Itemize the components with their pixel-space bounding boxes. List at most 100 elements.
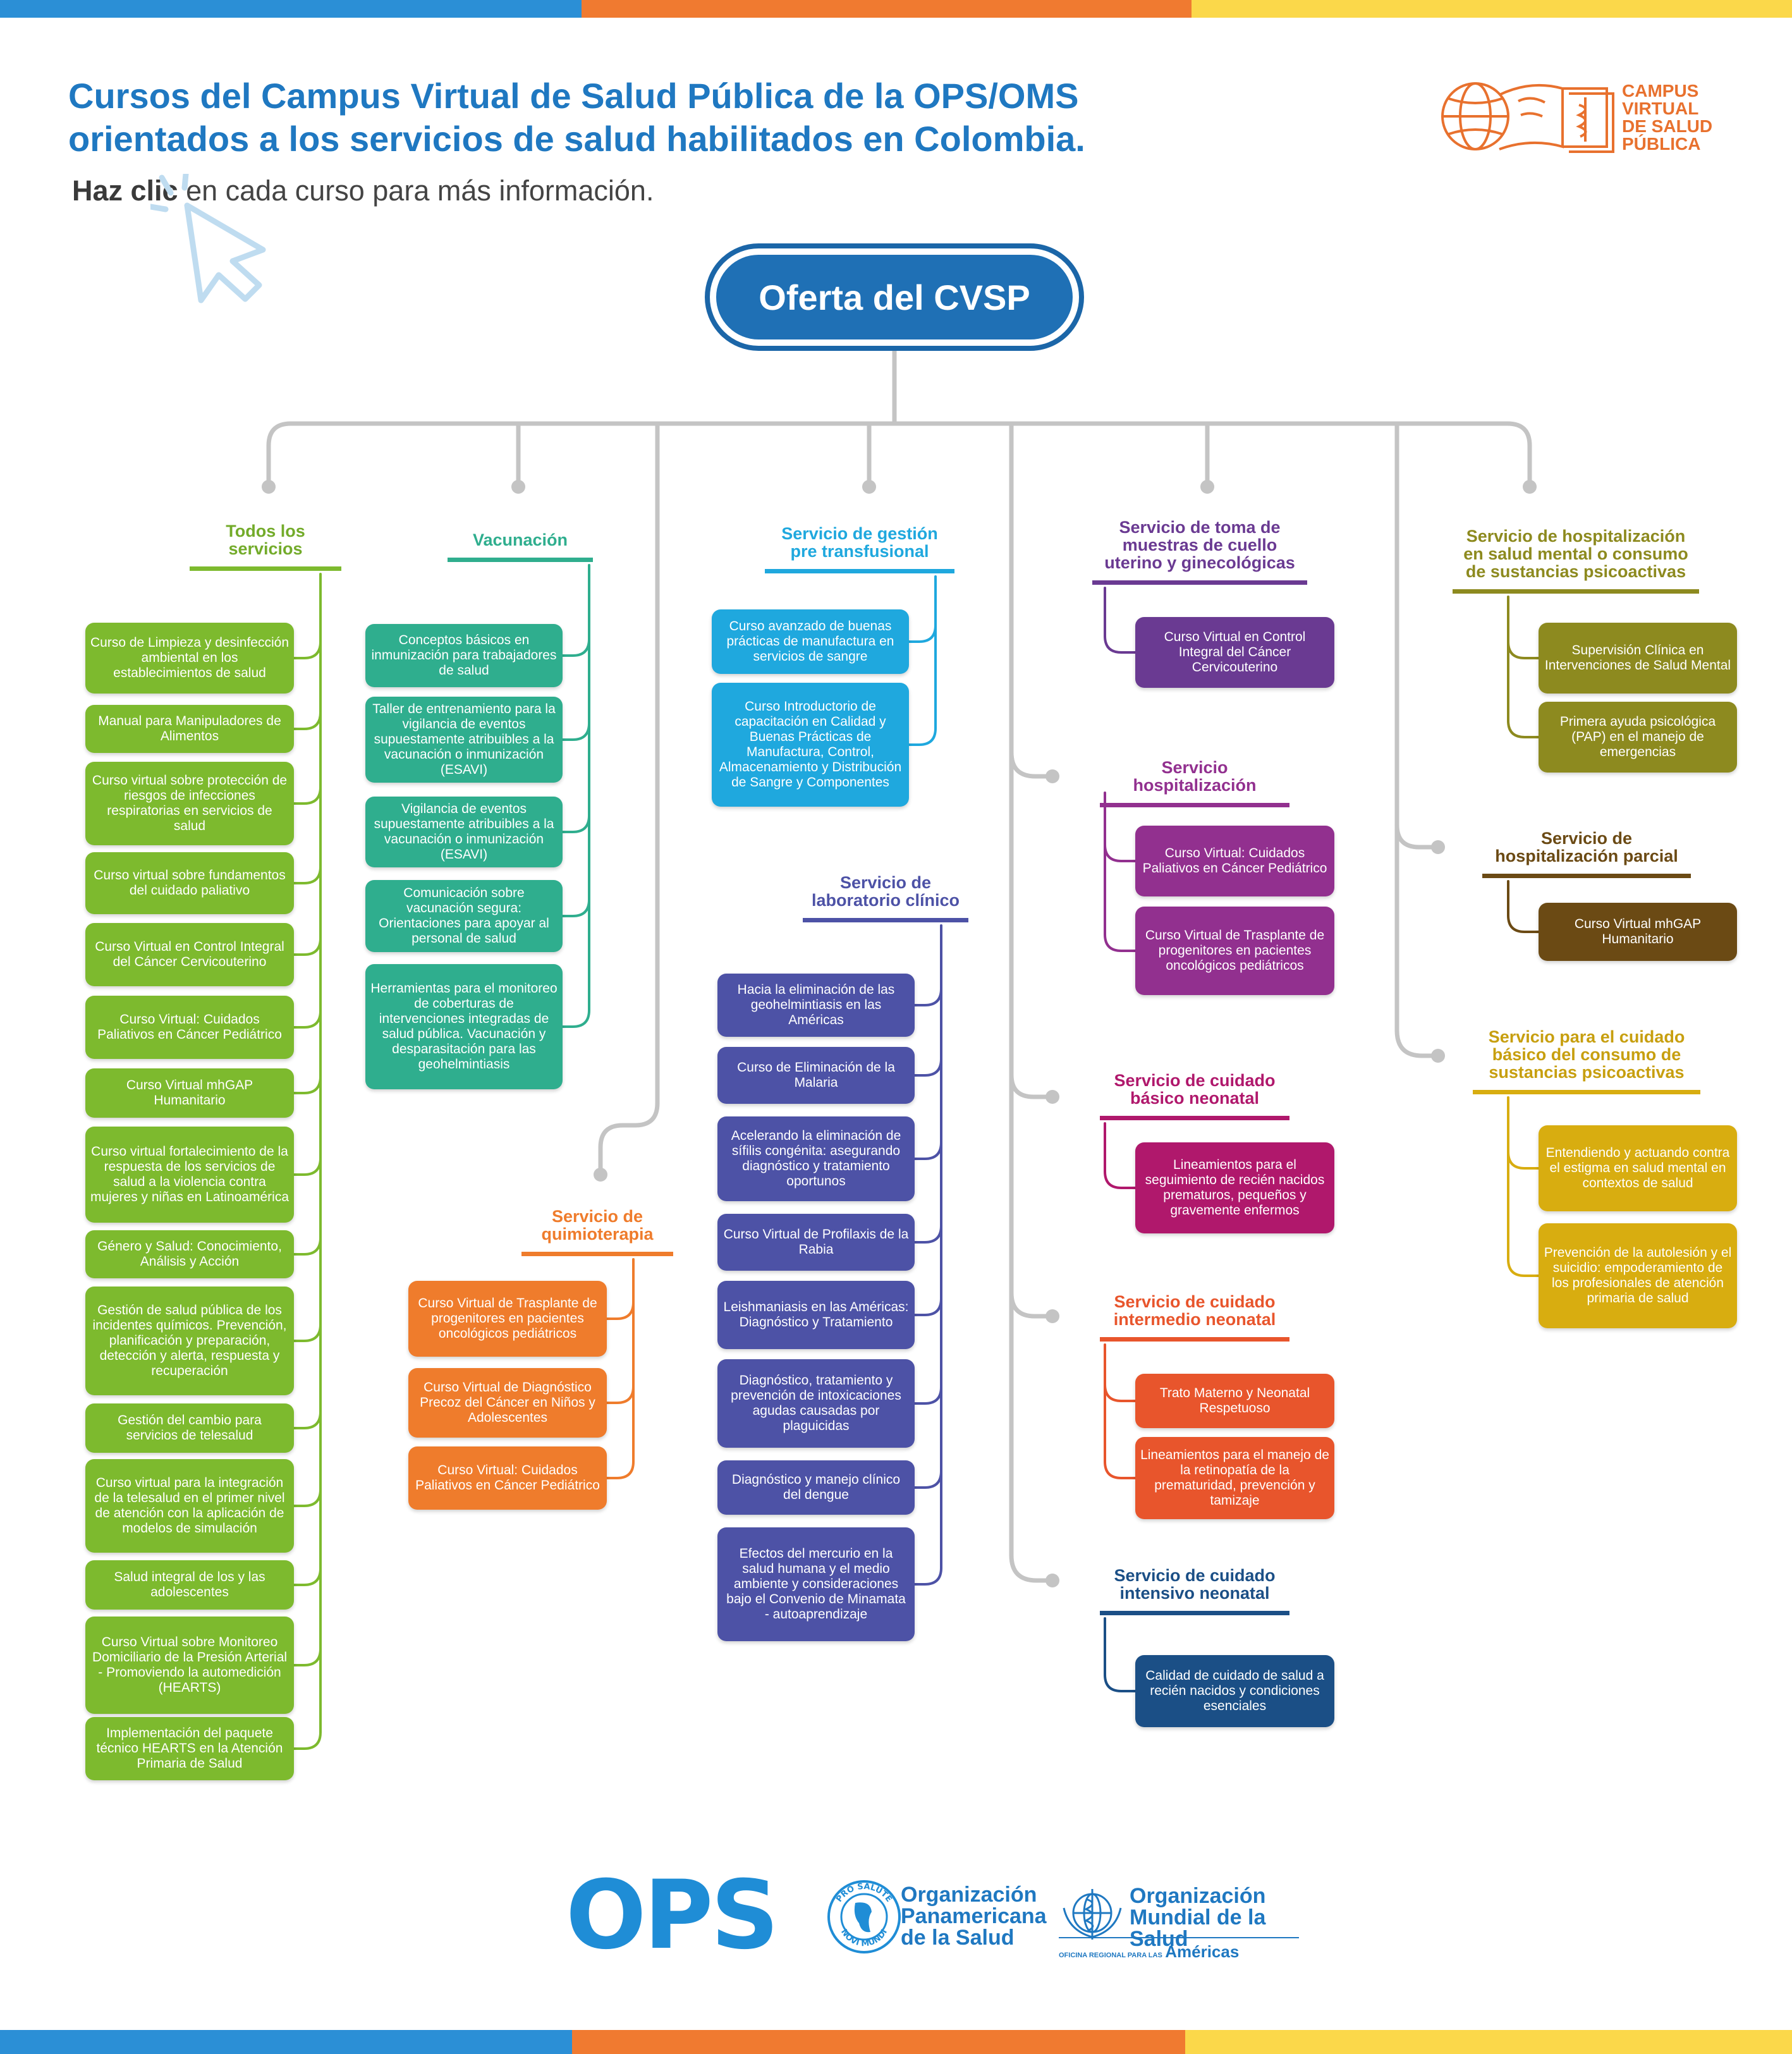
page-title-line-2: orientados a los servicios de salud habi…: [68, 119, 1085, 159]
course-transfusional-2[interactable]: Curso Introductorio de capacitación en C…: [712, 683, 909, 807]
course-laboratorio-6[interactable]: Diagnóstico, tratamiento y prevención de…: [717, 1359, 915, 1448]
category-title-line: quimioterapia: [541, 1225, 654, 1244]
course-connector: [293, 786, 322, 805]
course-todos-14[interactable]: Curso Virtual sobre Monitoreo Domiciliar…: [85, 1617, 294, 1714]
course-connector: [293, 865, 322, 884]
course-connector: [293, 640, 322, 659]
category-title-line: Servicio de: [1540, 829, 1633, 848]
course-connector: [293, 1567, 322, 1586]
course-vacunacion-5[interactable]: Herramientas para el monitoreo de cobert…: [365, 964, 563, 1089]
course-todos-5[interactable]: Curso Virtual en Control Integral del Cá…: [85, 923, 294, 986]
course-laboratorio-8[interactable]: Efectos del mercurio en la salud humana …: [717, 1527, 915, 1641]
course-psicoactivas-2[interactable]: Prevención de la autolesión y el suicidi…: [1539, 1223, 1737, 1328]
course-todos-12[interactable]: Curso virtual para la integración de la …: [85, 1459, 294, 1553]
course-todos-1[interactable]: Curso de Limpieza y desinfección ambient…: [85, 623, 294, 694]
category-title-line: intensivo neonatal: [1119, 1584, 1270, 1603]
course-todos-6[interactable]: Curso Virtual: Cuidados Paliativos en Cá…: [85, 996, 294, 1059]
course-laboratorio-4[interactable]: Curso Virtual de Profilaxis de la Rabia: [717, 1214, 915, 1271]
page-title-line-1: Cursos del Campus Virtual de Salud Públi…: [68, 76, 1079, 116]
course-quimio-1[interactable]: Curso Virtual de Trasplante de progenito…: [408, 1281, 607, 1357]
course-intermedio-neonatal-2[interactable]: Lineamientos para el manejo de la retino…: [1135, 1437, 1334, 1519]
course-connector: [561, 898, 590, 917]
who-divider: [1059, 1937, 1299, 1938]
footer-logos: OPS PRO SALUTE NOVI MUNDI Organización P…: [566, 1868, 1299, 1963]
category-title-line: de sustancias psicoactivas: [1465, 562, 1686, 581]
category-title-line: Servicio de cuidado: [1114, 1292, 1276, 1311]
course-cuello-1[interactable]: Curso Virtual en Control Integral del Cá…: [1135, 617, 1334, 688]
course-vacunacion-2[interactable]: Taller de entrenamiento para la vigilanc…: [365, 697, 563, 783]
svg-text:PRO SALUTE: PRO SALUTE: [834, 1882, 894, 1904]
course-todos-8[interactable]: Curso virtual fortalecimiento de la resp…: [85, 1127, 294, 1223]
paho-seal-icon: PRO SALUTE NOVI MUNDI: [827, 1880, 901, 1953]
course-laboratorio-3[interactable]: Acelerando la eliminación de sífilis con…: [717, 1116, 915, 1201]
root-node-oferta-cvsp[interactable]: Oferta del CVSP: [705, 243, 1084, 351]
category-header-hospitalizacion: Servicio hospitalización: [1100, 759, 1289, 807]
category-title-line: Servicio de hospitalización: [1466, 527, 1686, 546]
course-connector: [1104, 635, 1137, 654]
course-vacunacion-3[interactable]: Vigilancia de eventos supuestamente atri…: [365, 797, 563, 867]
course-connector: [606, 1301, 635, 1320]
course-hospitalizacion-1[interactable]: Curso Virtual: Cuidados Paliativos en Cá…: [1135, 826, 1334, 896]
course-todos-4[interactable]: Curso virtual sobre fundamentos del cuid…: [85, 852, 294, 914]
course-parcial-1[interactable]: Curso Virtual mhGAP Humanitario: [1539, 903, 1737, 961]
course-todos-7[interactable]: Curso Virtual mhGAP Humanitario: [85, 1068, 294, 1118]
course-connector: [913, 1058, 942, 1077]
course-todos-2[interactable]: Manual para Manipuladores de Alimentos: [85, 705, 294, 753]
course-connector: [293, 1647, 322, 1666]
category-title-line: Servicio de toma de: [1119, 518, 1281, 537]
course-connector: [1507, 1151, 1540, 1170]
instructions-rest: en cada curso para más información.: [178, 174, 654, 207]
course-connector: [1104, 843, 1137, 862]
course-salud-mental-1[interactable]: Supervisión Clínica en Intervenciones de…: [1539, 623, 1737, 694]
who-region-small: OFICINA REGIONAL PARA LAS: [1059, 1952, 1162, 1959]
course-salud-mental-2[interactable]: Primera ayuda psicológica (PAP) en el ma…: [1539, 702, 1737, 773]
course-connector: [293, 1237, 322, 1256]
course-connector: [561, 814, 590, 833]
course-connector: [293, 1323, 322, 1342]
course-intensivo-neonatal-1[interactable]: Calidad de cuidado de salud a recién nac…: [1135, 1655, 1334, 1727]
course-connector: [1507, 1258, 1540, 1277]
course-todos-10[interactable]: Gestión de salud pública de los incident…: [85, 1287, 294, 1395]
course-connector: [1104, 1170, 1137, 1189]
course-laboratorio-2[interactable]: Curso de Eliminación de la Malaria: [717, 1047, 915, 1104]
top-color-bar: [0, 0, 1792, 18]
paho-line-1: Organización: [901, 1883, 1037, 1907]
course-quimio-3[interactable]: Curso Virtual: Cuidados Paliativos en Cá…: [408, 1446, 607, 1510]
course-basico-neonatal-1[interactable]: Lineamientos para el seguimiento de reci…: [1135, 1142, 1334, 1233]
category-title-line: Servicio de: [551, 1207, 643, 1226]
course-connector: [606, 1460, 635, 1479]
course-hospitalizacion-2[interactable]: Curso Virtual de Trasplante de progenito…: [1135, 907, 1334, 995]
course-todos-13[interactable]: Salud integral de los y las adolescentes: [85, 1560, 294, 1610]
who-region-americas: Américas: [1165, 1942, 1240, 1961]
course-connector: [561, 722, 590, 741]
course-quimio-2[interactable]: Curso Virtual de Diagnóstico Precoz del …: [408, 1368, 607, 1438]
course-connector: [908, 727, 937, 746]
course-connector: [293, 1410, 322, 1429]
course-laboratorio-7[interactable]: Diagnóstico y manejo clínico del dengue: [717, 1460, 915, 1515]
course-todos-3[interactable]: Curso virtual sobre protección de riesgo…: [85, 762, 294, 845]
who-line-1: Organización: [1130, 1884, 1266, 1908]
course-laboratorio-1[interactable]: Hacia la eliminación de las geohelmintia…: [717, 974, 915, 1037]
course-connector: [293, 1010, 322, 1029]
course-todos-15[interactable]: Implementación del paquete técnico HEART…: [85, 1717, 294, 1780]
course-vacunacion-4[interactable]: Comunicación sobre vacunación segura: Or…: [365, 880, 563, 952]
category-title-line: Servicio para el cuidado: [1488, 1027, 1685, 1046]
paho-name: Organización Panamericana de la Salud: [901, 1884, 1047, 1948]
category-title-line: sustancias psicoactivas: [1489, 1063, 1685, 1082]
logo-line-1: CAMPUS: [1622, 81, 1699, 101]
course-connector: [908, 624, 937, 643]
course-vacunacion-1[interactable]: Conceptos básicos en inmunización para t…: [365, 624, 563, 687]
course-connector: [913, 1225, 942, 1244]
course-intermedio-neonatal-1[interactable]: Trato Materno y Neonatal Respetuoso: [1135, 1374, 1334, 1428]
course-laboratorio-5[interactable]: Leishmaniasis en las Américas: Diagnósti…: [717, 1281, 915, 1349]
course-psicoactivas-1[interactable]: Entendiendo y actuando contra el estigma…: [1539, 1125, 1737, 1211]
course-todos-11[interactable]: Gestión del cambio para servicios de tel…: [85, 1403, 294, 1453]
who-line-2: Mundial de la Salud: [1130, 1905, 1266, 1951]
logo-line-3: DE SALUD: [1622, 116, 1713, 136]
course-todos-9[interactable]: Género y Salud: Conocimiento, Análisis y…: [85, 1230, 294, 1278]
category-title-line: básico neonatal: [1130, 1089, 1260, 1108]
course-transfusional-1[interactable]: Curso avanzado de buenas prácticas de ma…: [712, 609, 909, 674]
